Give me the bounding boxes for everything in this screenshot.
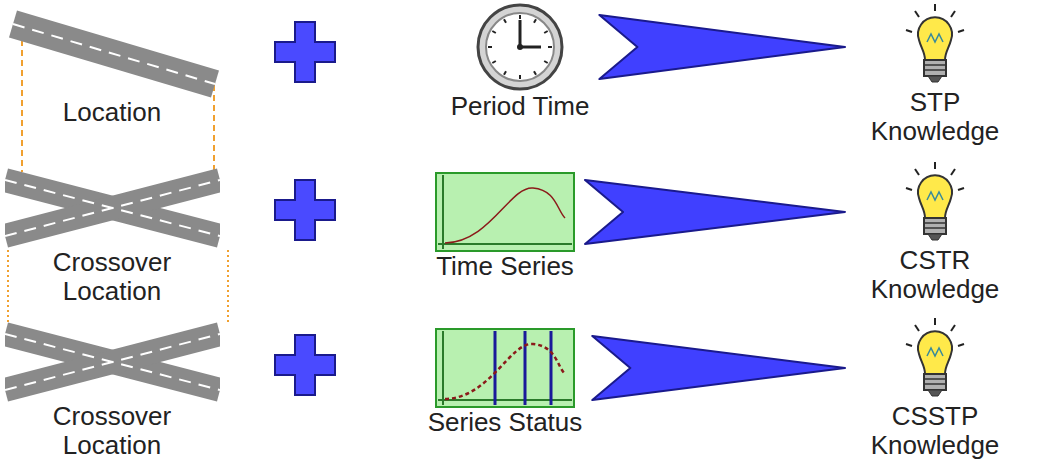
node-label: CSTR Knowledge xyxy=(855,246,1015,303)
series-status-chart xyxy=(435,328,575,408)
chevron-arrow xyxy=(585,180,845,244)
chevron-arrow xyxy=(599,15,845,79)
node-label: Location xyxy=(63,98,161,127)
light-bulb-icon xyxy=(903,2,967,88)
chevron-arrow xyxy=(592,336,845,400)
node-label: STP Knowledge xyxy=(855,88,1015,145)
time-series-chart xyxy=(435,172,575,252)
node-label: Period Time xyxy=(451,92,590,121)
road-node: Crossover Location xyxy=(5,322,220,459)
knowledge-node: STP Knowledge xyxy=(855,2,1015,145)
node-label: Crossover Location xyxy=(5,402,220,459)
crossover-road-icon xyxy=(5,322,220,402)
knowledge-node: CSSTP Knowledge xyxy=(855,316,1015,459)
clock-node: Period Time xyxy=(451,2,590,121)
road-icon xyxy=(5,10,220,98)
plus-sign xyxy=(275,22,335,395)
road-node: Crossover Location xyxy=(5,168,220,305)
knowledge-node: CSTR Knowledge xyxy=(855,160,1015,303)
light-bulb-icon xyxy=(903,160,967,246)
node-label: Series Status xyxy=(428,408,583,437)
node-label: CSSTP Knowledge xyxy=(855,402,1015,459)
crossover-road-icon xyxy=(5,168,220,248)
road-node: Location xyxy=(5,10,220,127)
node-label: Crossover Location xyxy=(5,248,220,305)
node-label: Time Series xyxy=(436,252,574,281)
light-bulb-icon xyxy=(903,316,967,402)
chart-node: Series Status xyxy=(428,328,583,437)
chart-node: Time Series xyxy=(435,172,575,281)
clock-icon xyxy=(475,2,565,92)
